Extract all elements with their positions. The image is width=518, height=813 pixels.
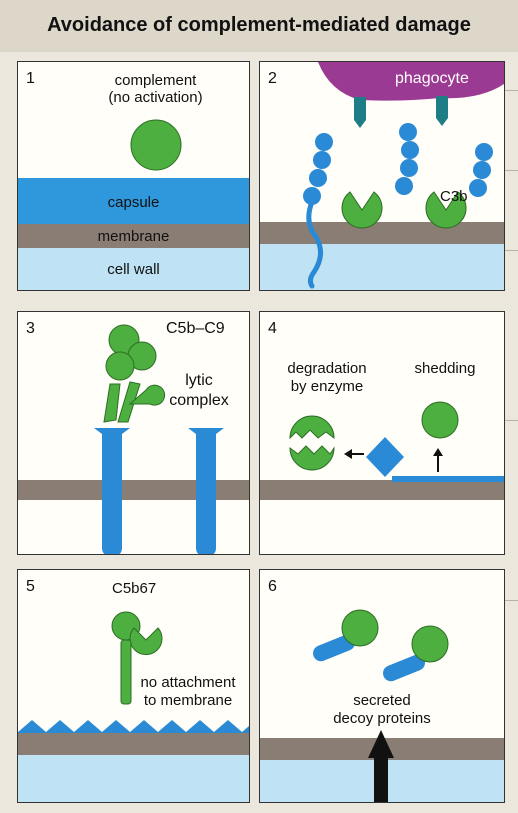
c5b67-complex [111,611,163,705]
panel-3-lytic-complex: 3 C5b–C9 lytic complex [17,311,250,555]
secreted-label: secreted [353,692,411,709]
panel-number: 6 [268,578,277,595]
complement-molecule [130,119,182,171]
capsule-layer [18,178,249,224]
panel-2-graphic [260,62,504,290]
membrane-layer [260,480,504,500]
complex-label: complex [169,392,229,409]
capsule-chain [303,133,333,205]
capsule-chain [395,123,419,195]
bound-complement [341,609,379,647]
background-line [496,250,518,251]
panel-2-c3b-binding: 2 phagocyte C3b [259,61,505,291]
degraded-fragment [289,415,335,440]
panel-3-graphic [18,324,249,554]
cell-wall-layer [18,755,249,802]
no-attachment-label: no attachment [140,674,236,691]
to-membrane-label: to membrane [143,692,233,709]
phagocyte-label: phagocyte [395,70,469,87]
complement-label: complement [114,72,197,89]
degradation-label: degradation [287,360,367,377]
decoy-protein [313,634,355,662]
shedding-label: shedding [414,360,476,377]
membrane-layer [18,224,249,248]
membrane-layer [260,222,504,244]
panel-number: 4 [268,320,277,337]
secretion-arrow [374,756,388,802]
cell-wall-layer [260,244,504,290]
panel-4-graphic [260,401,504,500]
phagocyte-cell [318,62,504,101]
background-line [496,600,518,601]
c5b-c9-complex [103,324,166,423]
membrane-pore [94,428,130,554]
panel-number: 3 [26,320,35,337]
capsule-chain [469,143,493,197]
receptor [354,97,366,128]
membrane-layer [18,480,249,500]
panel-6-decoy-proteins: 6 secreted decoy proteins [259,569,505,803]
membrane-label: membrane [97,228,170,245]
panel-6-graphic [260,609,504,802]
title-bar [0,0,518,52]
no-activation-label: (no activation) [108,89,203,106]
c3b-molecule [425,191,467,229]
c3b-molecule [341,191,383,229]
panel-number: 5 [26,578,35,595]
by-enzyme-label: by enzyme [290,378,364,395]
shed-complement [421,401,459,439]
panel-number: 2 [268,70,277,87]
membrane-spikes [18,720,249,734]
secretion-arrow [368,730,394,758]
panel-5-graphic [18,611,249,802]
membrane-layer [18,733,249,755]
c5b67-label: C5b67 [112,580,157,597]
decoy-proteins-label: decoy proteins [333,710,431,727]
shedding-site [392,476,504,482]
panel-1-no-activation: 1 complement (no activation) capsule mem… [17,61,250,291]
degraded-fragment [289,445,335,471]
anchor-tail [306,199,323,289]
background-line [496,90,518,91]
membrane-pore [188,428,224,554]
panel-5-no-attachment: 5 C5b67 no attachment to membrane [17,569,250,803]
figure-title: Avoidance of complement-mediated damage [47,14,471,36]
enzyme [366,437,404,477]
degradation-arrow [344,449,352,459]
background-line [496,170,518,171]
background-line [496,420,518,421]
lytic-label: lytic [185,372,213,389]
panel-number: 1 [26,70,35,87]
bound-complement [411,625,449,663]
cell-wall-label: cell wall [107,261,160,278]
c3b-label: C3b [440,188,468,205]
c5b-c9-label: C5b–C9 [166,320,225,337]
panel-4-degradation-shedding: 4 degradation by enzyme shedding [259,311,505,555]
panel-1-graphic [18,119,249,290]
receptor [436,96,448,126]
cell-wall-layer [18,248,249,290]
capsule-label: capsule [107,194,160,211]
decoy-protein [383,654,425,682]
shedding-arrow [433,448,443,456]
